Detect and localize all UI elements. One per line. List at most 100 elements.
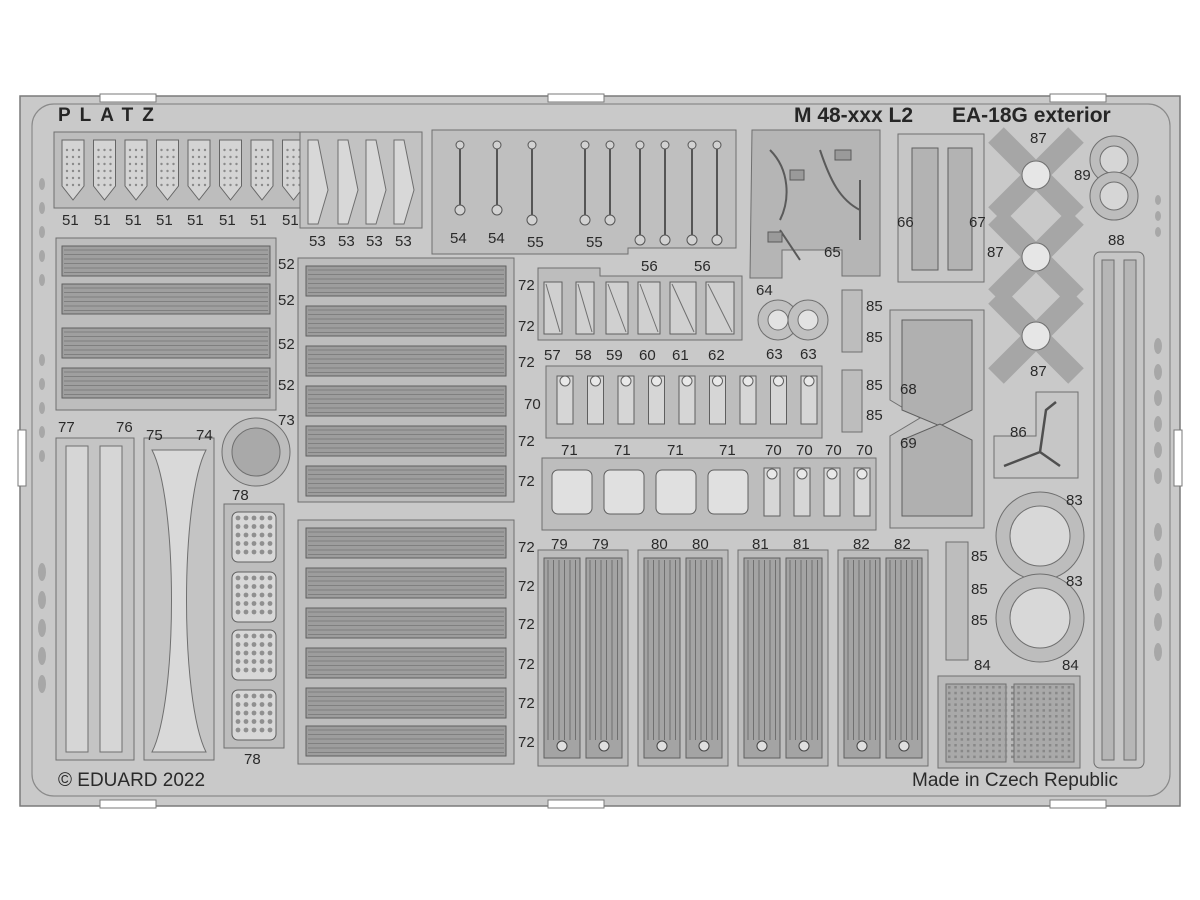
mesh-cell xyxy=(1011,726,1014,730)
mesh-cell xyxy=(960,686,964,689)
part-72-panel xyxy=(305,345,507,377)
label-54: 54 xyxy=(450,230,467,247)
origin-text: Made in Czech Republic xyxy=(912,770,1118,791)
mesh-cell xyxy=(992,744,995,747)
strip-hole xyxy=(856,740,868,752)
mesh-dot xyxy=(97,176,100,180)
mesh-cell xyxy=(1042,715,1045,718)
label-85: 85 xyxy=(971,581,988,598)
label-72: 72 xyxy=(518,433,535,450)
mesh-cell xyxy=(1048,755,1052,759)
mesh-dot xyxy=(134,183,138,187)
mesh-cell xyxy=(985,715,989,718)
mesh-dot xyxy=(65,169,69,173)
parts-57-62 xyxy=(537,267,743,341)
mesh-cell xyxy=(1023,715,1027,718)
label-77: 77 xyxy=(58,419,75,436)
label-85: 85 xyxy=(866,298,883,315)
mesh-dot xyxy=(254,162,258,166)
mesh-cell xyxy=(1023,697,1027,701)
mesh-cell xyxy=(966,703,970,706)
plate-hole xyxy=(243,575,249,581)
mesh-dot xyxy=(254,148,258,152)
part-72-panel xyxy=(305,265,507,297)
plate-hole xyxy=(243,515,249,521)
mesh-cell xyxy=(1055,686,1058,689)
mesh-dot xyxy=(292,183,295,187)
plate-hole xyxy=(259,601,265,606)
mesh-cell xyxy=(1004,715,1008,718)
mesh-cell xyxy=(1067,709,1071,712)
part-strip xyxy=(543,557,581,759)
mesh-cell xyxy=(960,755,964,759)
mesh-dot xyxy=(223,155,226,159)
mesh-cell xyxy=(966,686,970,689)
part-73 xyxy=(221,417,291,487)
mesh-dot xyxy=(172,155,175,159)
plate-hole xyxy=(267,710,273,716)
label-67: 67 xyxy=(969,214,986,231)
plate-hole xyxy=(267,584,273,589)
frame-breaks xyxy=(17,93,1183,809)
mesh-cell xyxy=(1029,720,1033,724)
plate-hole xyxy=(243,693,249,699)
mesh-cell xyxy=(1023,738,1027,741)
mesh-dot xyxy=(134,155,138,159)
mesh-cell xyxy=(1061,738,1064,741)
mesh-cell xyxy=(985,755,989,759)
mesh-cell xyxy=(960,744,964,747)
plate-hole xyxy=(243,532,249,538)
plate-hole xyxy=(267,667,273,673)
mesh-cell xyxy=(948,691,951,695)
mesh-cell xyxy=(1055,715,1058,718)
label-72: 72 xyxy=(518,473,535,490)
mesh-dot xyxy=(235,176,238,180)
label-72: 72 xyxy=(518,354,535,371)
mesh-dot xyxy=(71,155,75,159)
mesh-cell xyxy=(954,709,957,712)
mesh-dot xyxy=(260,155,264,159)
label-83: 83 xyxy=(1066,573,1083,590)
bracket-eye xyxy=(742,375,754,387)
mesh-cell xyxy=(1023,755,1027,759)
mesh-dot xyxy=(166,148,169,152)
linkage-eye xyxy=(604,214,616,226)
mesh-cell xyxy=(1061,686,1064,689)
mesh-dot xyxy=(229,176,232,180)
plate-hole xyxy=(251,524,257,529)
mesh-cell xyxy=(985,691,989,695)
plate-hole xyxy=(243,541,249,546)
mesh-dot xyxy=(71,169,75,173)
mesh-cell xyxy=(1029,732,1033,735)
part-72-panel xyxy=(305,567,507,599)
plate-hole xyxy=(251,532,257,538)
mesh-dot xyxy=(235,148,238,152)
mesh-cell xyxy=(1055,744,1058,747)
plate-hole xyxy=(251,659,257,664)
mesh-cell xyxy=(1048,715,1052,718)
plate-hole xyxy=(251,702,257,707)
plate-hole xyxy=(259,584,265,589)
mesh-dot xyxy=(77,169,81,173)
plate-hole xyxy=(267,642,273,647)
mesh-dot xyxy=(134,162,138,166)
plate-hole xyxy=(267,719,273,724)
mesh-cell xyxy=(954,686,957,689)
mesh-dot xyxy=(235,162,238,166)
plate-hole xyxy=(235,515,241,521)
mesh-cell xyxy=(1042,709,1045,712)
mesh-cell xyxy=(1042,755,1045,759)
label-86: 86 xyxy=(1010,424,1027,441)
mesh-cell xyxy=(1067,755,1071,759)
brace-line xyxy=(707,283,733,333)
bracket-eye xyxy=(590,375,601,387)
label-87: 87 xyxy=(1030,363,1047,380)
mesh-cell xyxy=(1061,720,1064,724)
mesh-cell xyxy=(1036,686,1039,689)
plate-hole xyxy=(251,710,257,716)
plate-hole xyxy=(243,584,249,589)
brace-line xyxy=(577,283,593,333)
mesh-cell xyxy=(1042,720,1045,724)
mesh-dot xyxy=(223,169,226,173)
label-51: 51 xyxy=(282,212,299,229)
